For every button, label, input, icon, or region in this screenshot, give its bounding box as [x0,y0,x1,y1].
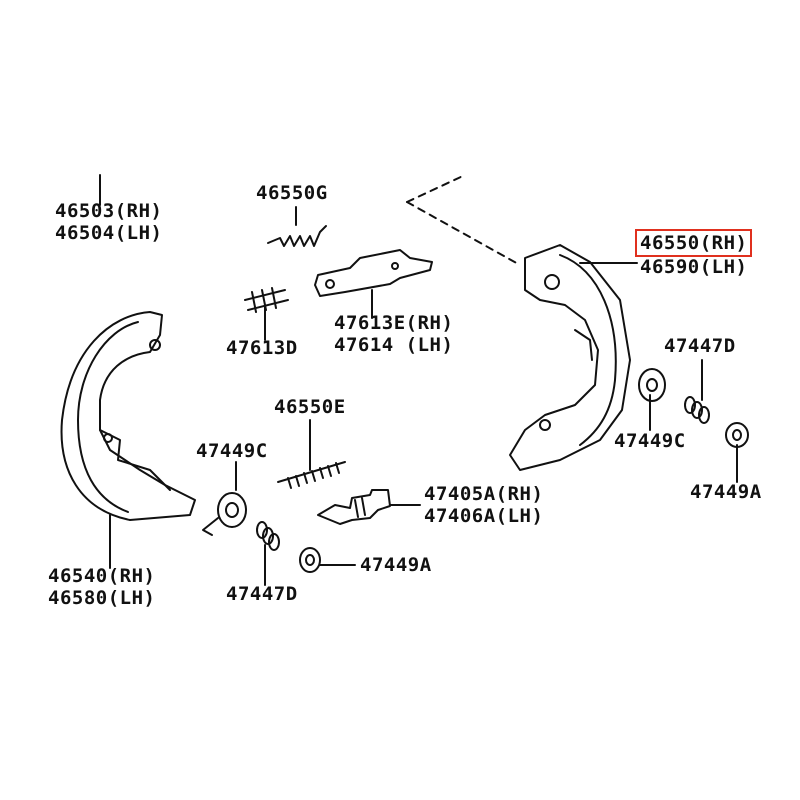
label-46580: 46580(LH) [48,587,156,609]
shoe-hold-spring [244,287,289,313]
label-47449c-right: 47449C [614,430,686,452]
label-46503: 46503(RH) [55,200,163,222]
label-47449c-left: 47449C [196,440,268,462]
hold-down-spring-left [256,521,280,551]
adjuster-assembly [317,489,391,525]
hold-down-pin-center [299,547,321,573]
label-47613e: 47613E(RH) [334,312,454,334]
hold-down-cup-left [202,492,247,536]
return-spring [267,225,327,247]
parking-brake-strut [314,249,433,297]
label-46504: 46504(LH) [55,222,163,244]
label-47447d-right: 47447D [664,335,736,357]
label-47405a: 47405A(RH) [424,483,544,505]
hold-down-pin-right [725,422,749,448]
adjusting-spring [277,461,346,489]
label-47406a: 47406A(LH) [424,505,544,527]
label-47447d-left: 47447D [226,583,298,605]
label-46540: 46540(RH) [48,565,156,587]
label-46590: 46590(LH) [640,256,748,278]
label-47449a-right: 47449A [690,481,762,503]
label-46550e: 46550E [274,396,346,418]
leader-lines [99,174,738,586]
label-47613d: 47613D [226,337,298,359]
hold-down-spring-right [684,396,710,424]
hold-down-cup-right [638,368,666,402]
label-47449a-center: 47449A [360,554,432,576]
label-47614: 47614 (LH) [334,334,454,356]
label-46550-highlighted[interactable]: 46550(RH) [635,229,753,257]
brake-shoe-left [60,311,196,521]
brake-shoe-right [509,244,631,471]
label-46550g: 46550G [256,182,328,204]
